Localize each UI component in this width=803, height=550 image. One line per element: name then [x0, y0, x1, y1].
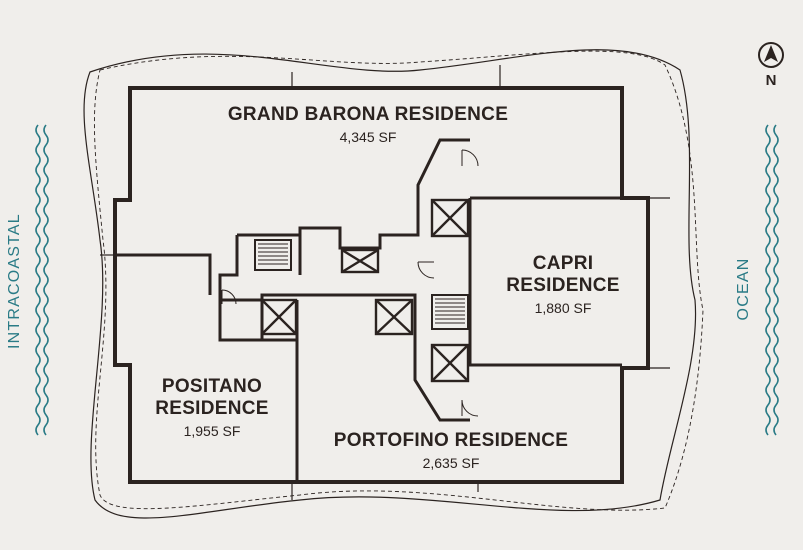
residence-size: 2,635 SF: [422, 455, 480, 471]
intracoastal-label: INTRACOASTAL: [6, 213, 23, 349]
terrace-dividers: [100, 65, 670, 500]
terrace-outline: [83, 49, 697, 519]
residence-name: GRAND BARONA RESIDENCE: [227, 104, 509, 125]
stairs: [254, 239, 469, 330]
residence-positano[interactable]: POSITANO RESIDENCE 1,955 SF: [155, 376, 269, 440]
elevators: [260, 198, 470, 383]
ocean-label: OCEAN: [735, 257, 752, 321]
terrace-outline-dashed: [94, 50, 704, 511]
residence-grand-barona[interactable]: GRAND BARONA RESIDENCE 4,345 SF: [228, 104, 508, 146]
residence-name-line2: RESIDENCE: [506, 275, 620, 296]
water-waves-left: [35, 124, 49, 436]
door-swings: [221, 149, 479, 417]
residence-name-line1: POSITANO: [161, 376, 263, 397]
residence-name-line1: CAPRI: [532, 253, 594, 274]
residence-name-line2: RESIDENCE: [155, 398, 269, 419]
interior-walls: [115, 138, 622, 482]
residence-portofino[interactable]: PORTOFINO RESIDENCE 2,635 SF: [334, 430, 568, 472]
water-waves-right: [765, 124, 779, 436]
residence-name: PORTOFINO RESIDENCE: [333, 430, 569, 451]
residence-size: 1,955 SF: [183, 423, 241, 439]
compass-label: N: [765, 72, 777, 89]
residence-size: 4,345 SF: [339, 129, 397, 145]
residence-size: 1,880 SF: [534, 300, 592, 316]
residence-capri[interactable]: CAPRI RESIDENCE 1,880 SF: [506, 253, 620, 317]
compass: N: [757, 38, 785, 89]
compass-icon: [758, 42, 784, 68]
